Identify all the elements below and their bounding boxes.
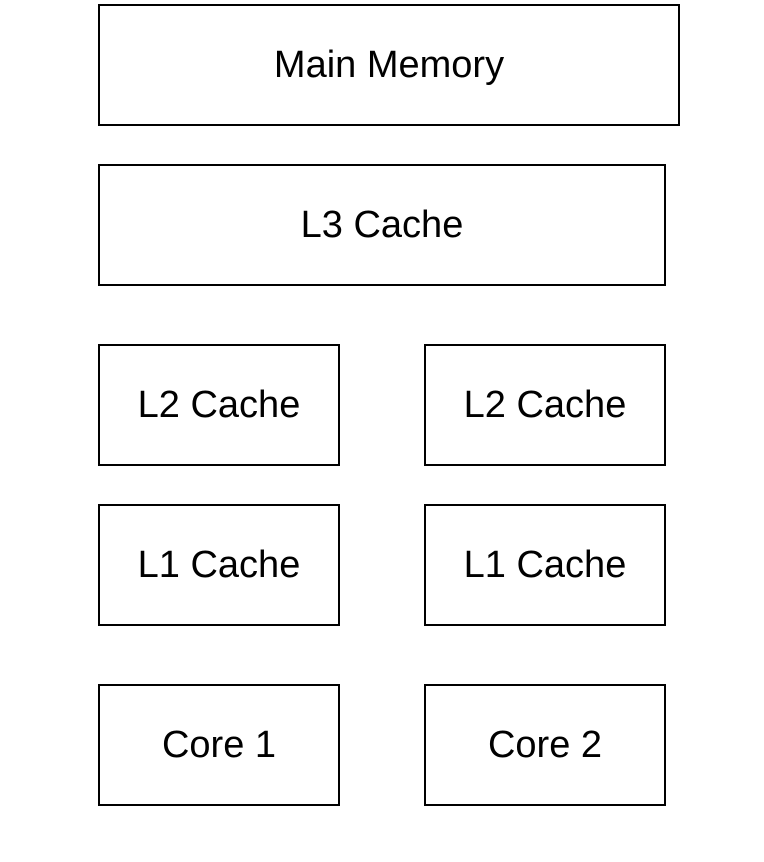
l3-cache-label: L3 Cache [300,204,464,246]
core-1-box: Core 1 [98,684,340,806]
l1-cache-box-left: L1 Cache [98,504,340,626]
l2-cache-box-right: L2 Cache [424,344,666,466]
l2-cache-label-left: L2 Cache [137,384,301,426]
main-memory-label: Main Memory [273,44,505,86]
l1-cache-label-right: L1 Cache [463,544,627,586]
core-1-label: Core 1 [161,724,277,766]
l2-cache-label-right: L2 Cache [463,384,627,426]
main-memory-box: Main Memory [98,4,680,126]
l2-cache-box-left: L2 Cache [98,344,340,466]
l1-cache-box-right: L1 Cache [424,504,666,626]
core-2-label: Core 2 [487,724,603,766]
core-2-box: Core 2 [424,684,666,806]
l1-cache-label-left: L1 Cache [137,544,301,586]
l3-cache-box: L3 Cache [98,164,666,286]
